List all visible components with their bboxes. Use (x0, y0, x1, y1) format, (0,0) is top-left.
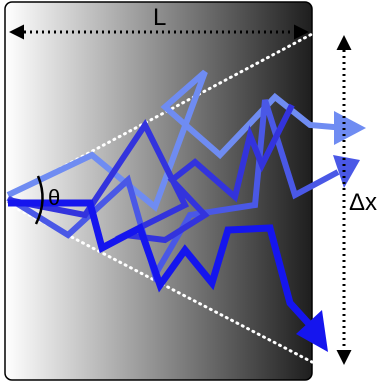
angle-arc (34, 175, 44, 225)
angle-label: θ (48, 185, 60, 210)
length-label: L (153, 4, 166, 31)
random-walk-path (7, 103, 295, 244)
cone-upper-line (6, 32, 314, 198)
spread-label: Δx (349, 189, 377, 216)
path-arrowhead (334, 111, 366, 145)
path-arrowhead (296, 310, 328, 352)
random-walk-path (8, 199, 313, 328)
random-walk-path (6, 99, 340, 283)
